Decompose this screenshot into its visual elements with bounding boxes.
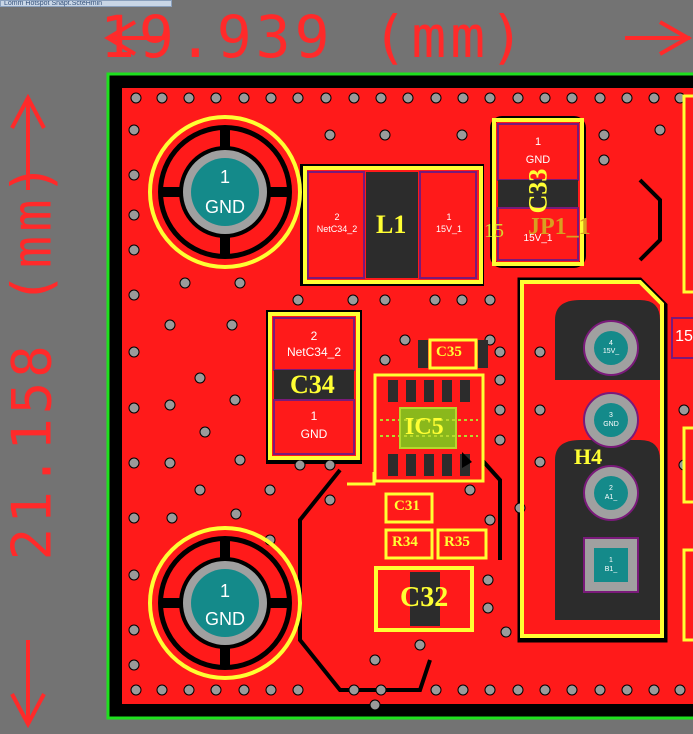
height-dimension-arrows (10, 93, 46, 729)
via-field (128, 92, 690, 711)
component-C35[interactable] (418, 338, 488, 370)
height-dimension-label: 21.158 (mm) (0, 158, 64, 561)
l1-pad2-net: NetC34_2 (316, 224, 358, 234)
right-edge-components (671, 94, 693, 642)
h4-pin3-number: 3 (609, 412, 613, 419)
component-C32[interactable] (374, 566, 474, 632)
c34-pad1-net: GND (300, 427, 328, 441)
c33-pad2-net: 15V_1 (523, 233, 553, 244)
mount-bottom-pad-number: 1 (219, 581, 230, 601)
c34-pad2-net: NetC34_2 (286, 345, 342, 359)
h4-pin3-net: GND (603, 421, 619, 428)
h4-pin1-number: 1 (609, 557, 613, 564)
c33-designator: C33 (523, 168, 553, 214)
h4-pin4-number: 4 (609, 340, 613, 347)
component-R34[interactable] (384, 528, 434, 560)
r34-designator: R34 (392, 534, 418, 550)
c33-pad1-number: 1 (534, 136, 542, 148)
h4-pin2-number: 2 (609, 485, 613, 492)
h4-pin4-net: 15V_ (602, 348, 620, 355)
component-C34[interactable] (268, 312, 360, 460)
r35-designator: R35 (444, 534, 470, 550)
h4-designator: H4 (574, 444, 603, 469)
c33-pad1-net: GND (525, 154, 551, 166)
edge-label-15: 15 (484, 220, 504, 242)
c34-pad2-number: 2 (310, 329, 318, 343)
right-edge-pad-label: 15 (675, 328, 693, 345)
mount-top-net: GND (205, 197, 245, 217)
mounting-hole-top[interactable] (148, 115, 302, 269)
jp1-designator: JP1_1 (528, 214, 591, 240)
c34-pad1-number: 1 (310, 409, 318, 423)
component-L1[interactable] (303, 166, 483, 284)
h4-pin2-net: A1_ (604, 494, 618, 501)
l1-pad2-number: 2 (334, 212, 340, 222)
l1-pad1-number: 1 (446, 212, 452, 222)
c35-designator: C35 (436, 344, 462, 360)
l1-designator: L1 (376, 210, 407, 239)
width-dimension-label: 19.939 (mm) (100, 3, 529, 71)
l1-pad1-net: 15V_1 (435, 224, 463, 234)
h4-pin1-net: B1_ (604, 566, 618, 573)
component-C31[interactable] (384, 492, 434, 524)
c34-designator: C34 (290, 370, 335, 399)
mount-bottom-net: GND (205, 609, 245, 629)
c31-designator: C31 (394, 498, 420, 514)
ic5-designator: IC5 (405, 414, 444, 440)
window-tab[interactable]: Lomm Hotspot Snapt.ScteHmin (0, 0, 172, 7)
component-H4[interactable] (520, 280, 664, 638)
component-C33[interactable] (492, 118, 584, 266)
mount-top-pad-number: 1 (219, 167, 230, 187)
width-dimension-arrows (104, 20, 693, 56)
component-R35[interactable] (436, 528, 488, 560)
window-tab-title: Lomm Hotspot Snapt.ScteHmin (4, 1, 103, 7)
component-IC5[interactable] (347, 373, 485, 486)
mounting-hole-bottom[interactable] (148, 526, 302, 680)
c32-designator: C32 (400, 582, 449, 613)
